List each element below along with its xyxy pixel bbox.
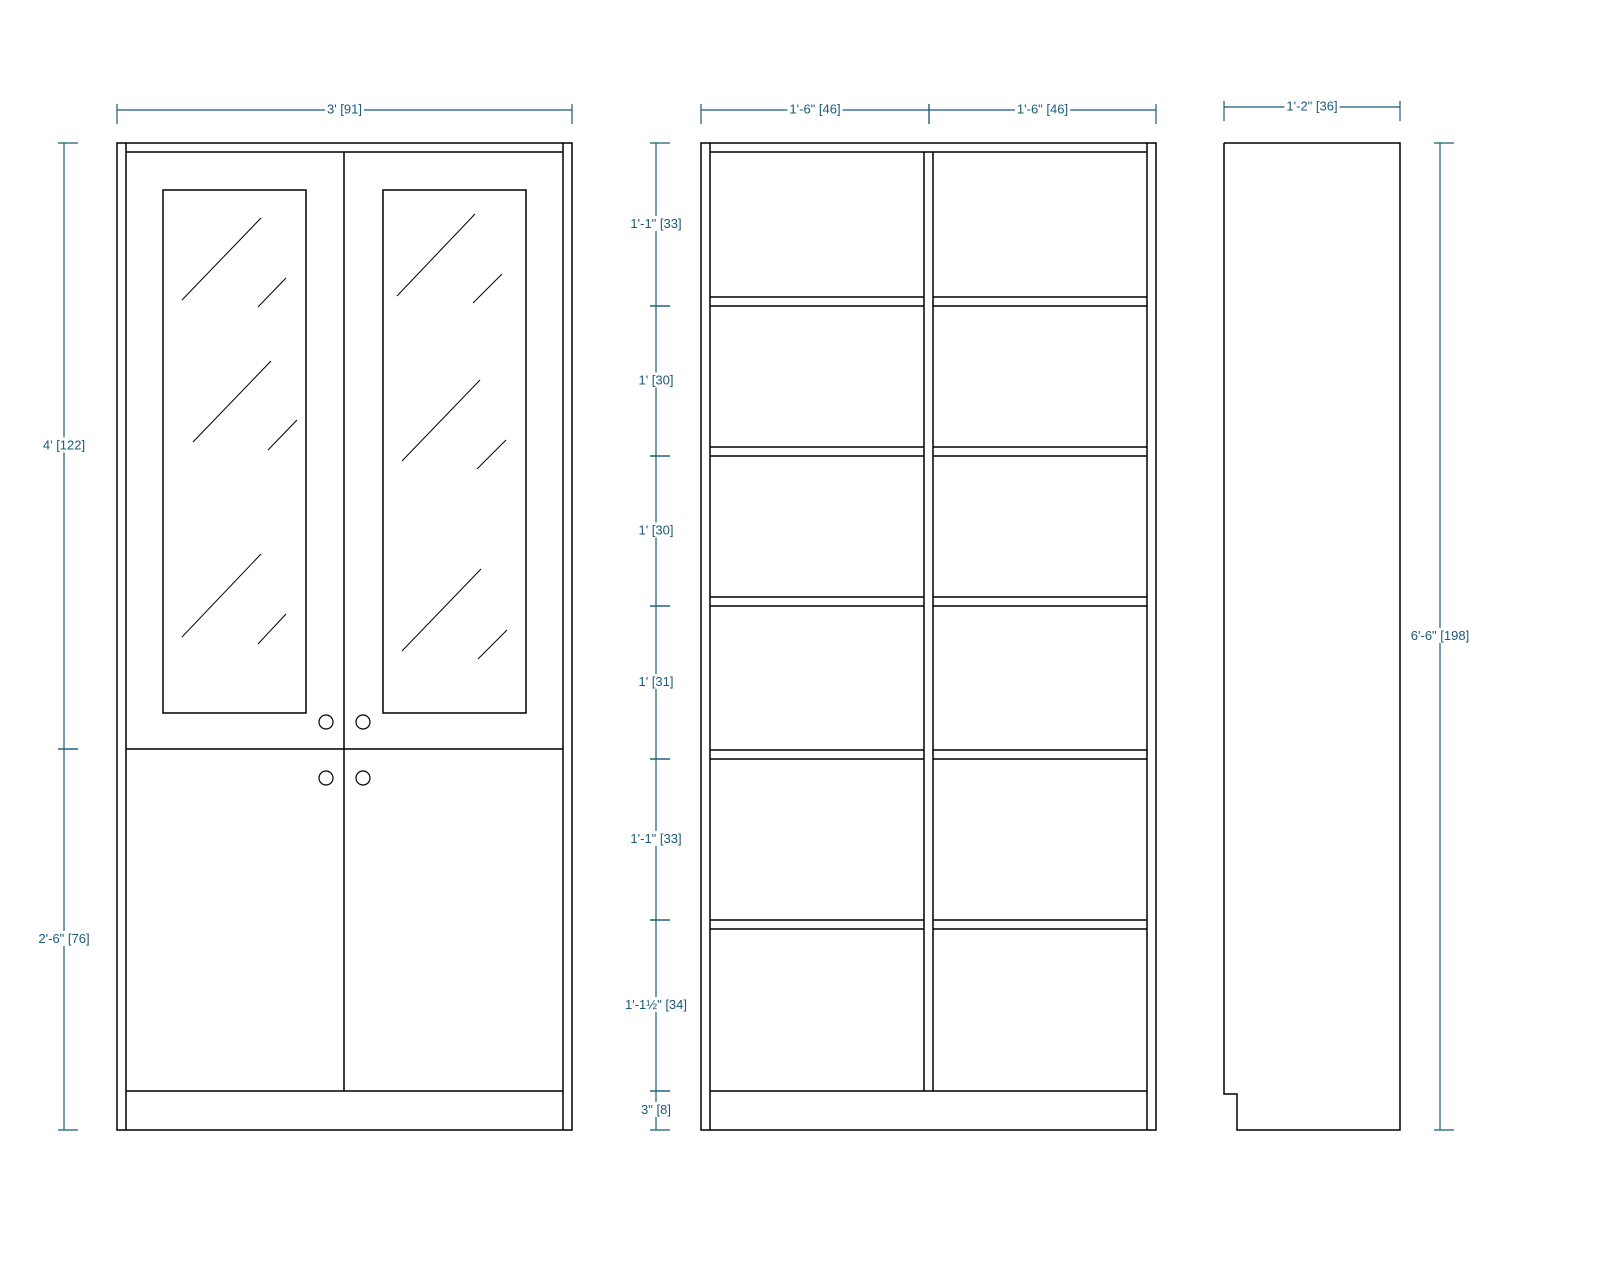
dimension-annotations: 3' [91] 4' [122] 2'-6" [76] 1'-6" [46] 1'-6"… — [36, 98, 1472, 1131]
interior-elevation-view — [700, 142, 1157, 1131]
glass-reflection-mark — [181, 217, 262, 301]
dimension-label: 1'-6" [46] — [789, 101, 840, 116]
glass-reflection-mark — [257, 277, 287, 308]
dimension-label-bg — [1014, 101, 1071, 117]
glass-reflection-mark — [472, 273, 503, 304]
cabinet-outline — [116, 142, 573, 1131]
dimension-label: 1'-6" [46] — [1017, 101, 1068, 116]
side-profile-outline — [1223, 142, 1401, 1131]
door-knob-icon — [318, 770, 334, 786]
dimension-label: 2'-6" [76] — [38, 931, 89, 946]
dimension-label-bg — [636, 673, 676, 689]
dimension-label: 1'-1" [33] — [630, 216, 681, 231]
glass-door-panel — [162, 189, 307, 714]
glass-door-panel — [382, 189, 527, 714]
dimension-label: 1' [31] — [638, 674, 673, 689]
door-knob-icon — [355, 770, 371, 786]
glass-reflection-mark — [401, 379, 481, 462]
glass-reflection-mark — [267, 419, 298, 451]
dimension-label: 1'-1½" [34] — [625, 997, 687, 1012]
cabinet-outline — [700, 142, 1157, 1131]
dimension-label-bg — [36, 930, 92, 946]
dimension-label-bg — [622, 996, 690, 1012]
dimension-label: 4' [122] — [43, 437, 85, 452]
dimension-label-bg — [628, 215, 684, 231]
dimension-label: 3" [8] — [641, 1102, 671, 1117]
front-elevation-view — [116, 142, 573, 1131]
glass-reflection-mark — [257, 613, 287, 645]
glass-reflection-mark — [192, 360, 272, 443]
dimension-label-bg — [787, 101, 843, 117]
dimension-label: 1'-2" [36] — [1286, 98, 1337, 113]
dimension-label-bg — [639, 1101, 673, 1117]
glass-reflection-mark — [401, 568, 482, 652]
dimension-label-bg — [1408, 627, 1472, 643]
dimension-label: 1' [30] — [638, 372, 673, 387]
dimension-label-bg — [628, 830, 684, 846]
glass-reflection-mark — [477, 629, 508, 660]
glass-reflection-mark — [396, 213, 476, 297]
door-knob-icon — [318, 714, 334, 730]
dimension-label-bg — [1284, 98, 1340, 114]
door-knob-icon — [355, 714, 371, 730]
dimension-label: 6'-6" [198] — [1411, 628, 1469, 643]
dimension-label: 1' [30] — [638, 522, 673, 537]
dimension-label-bg — [324, 101, 365, 117]
dimension-label-bg — [40, 437, 88, 453]
dimension-label: 3' [91] — [327, 101, 362, 116]
glass-reflection-mark — [476, 439, 507, 470]
dimension-label-bg — [636, 372, 676, 388]
dimension-label-bg — [636, 522, 676, 538]
dimension-label: 1'-1" [33] — [630, 831, 681, 846]
glass-reflection-mark — [181, 553, 262, 638]
side-elevation-view — [1223, 142, 1401, 1131]
